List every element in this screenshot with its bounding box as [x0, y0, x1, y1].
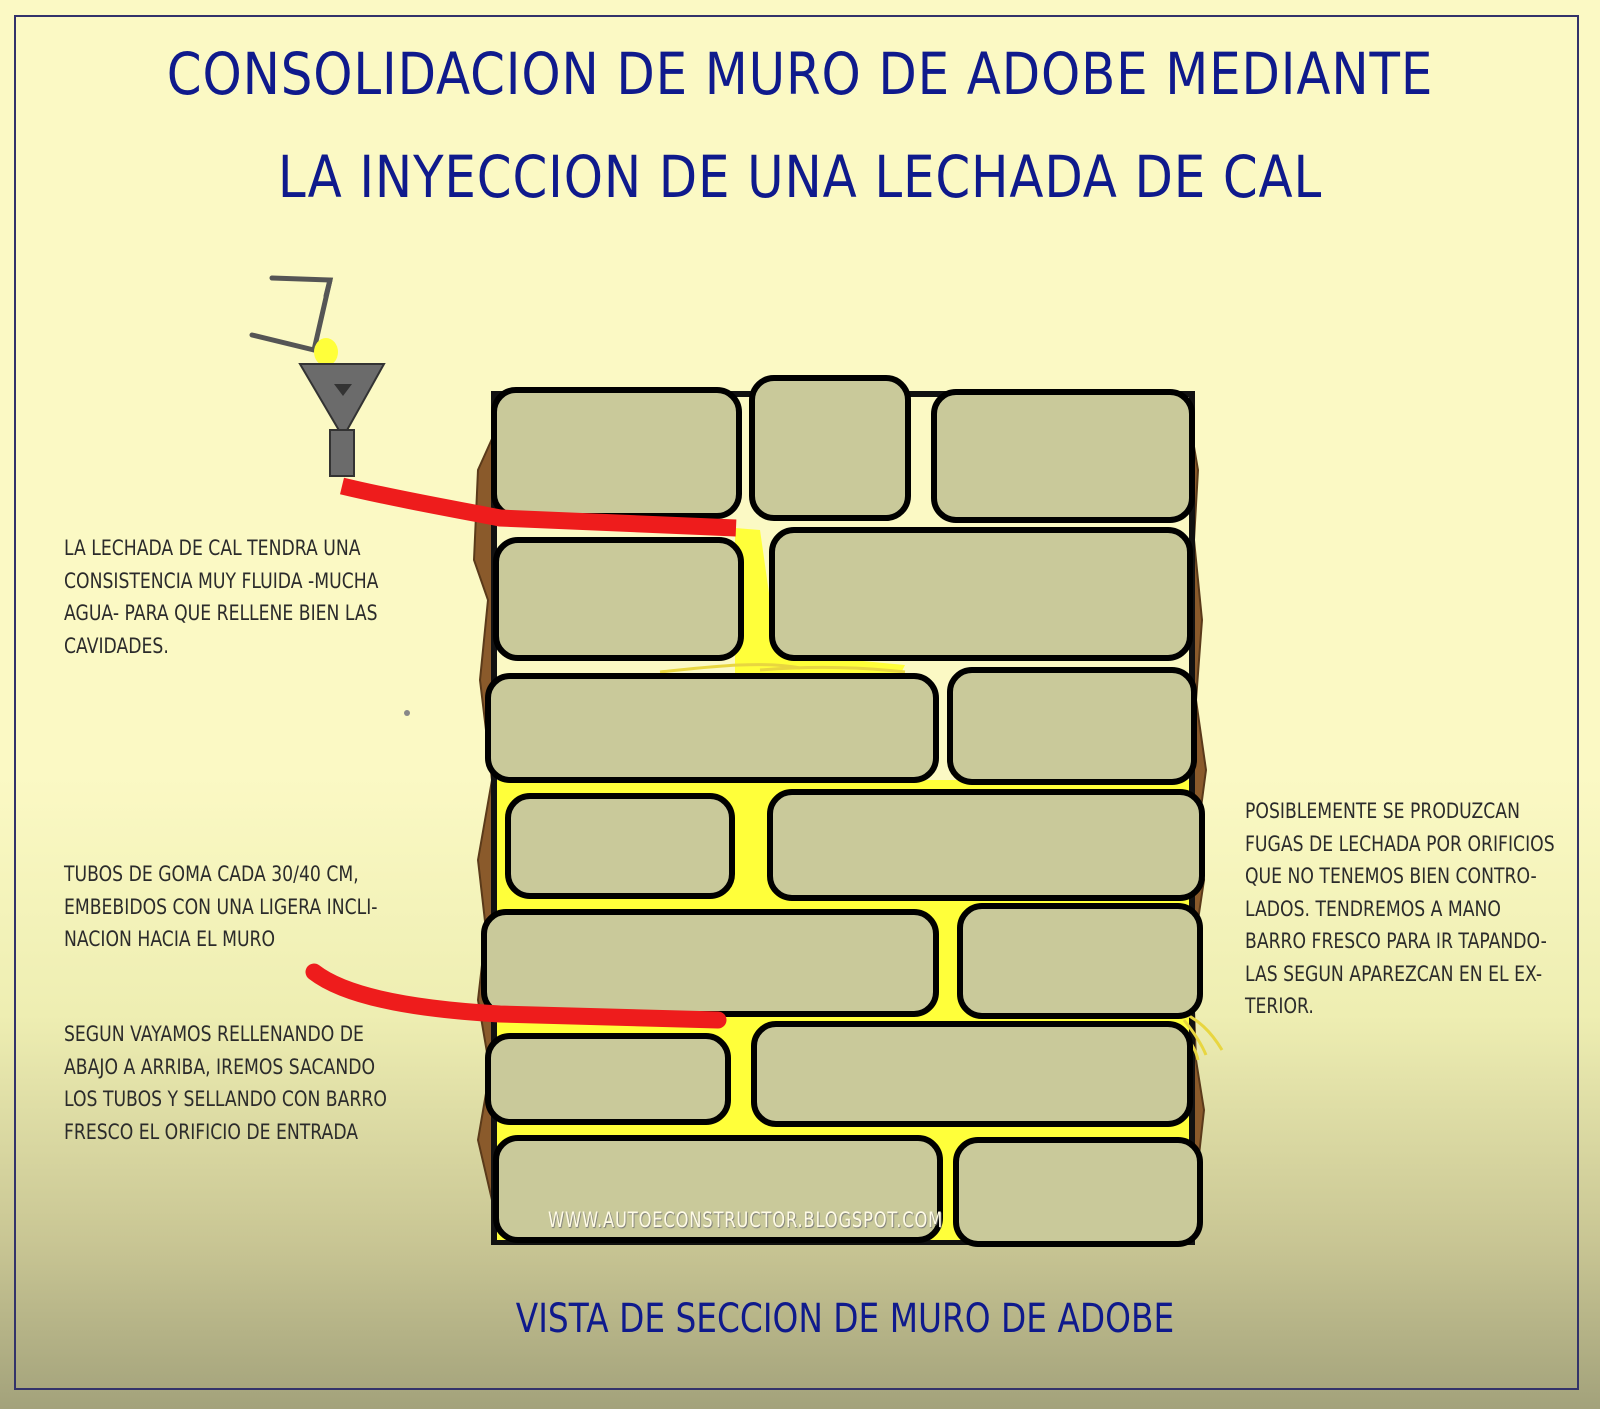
note-line: fugas de lechada por orificios	[1245, 831, 1555, 856]
watermark-url: WWW.AUTOECONSTRUCTOR.BLOGSPOT.COM	[548, 1208, 944, 1232]
note-line: agua- para que rellene bien las	[64, 601, 378, 625]
note-line: las segun aparezcan en el ex-	[1245, 961, 1543, 986]
rubber-tube-lower	[305, 963, 727, 1029]
border-frame	[14, 15, 1579, 1390]
note-line: lados. tendremos a mano	[1245, 896, 1501, 921]
funnel-icon	[298, 363, 386, 477]
lime-drop-icon	[314, 338, 338, 366]
note-line: tubos de goma cada 30/40 cm,	[64, 862, 359, 886]
note-line: nacion hacia el muro	[64, 927, 276, 951]
diagram-caption: VISTA DE SECCION DE MURO DE ADOBE	[515, 1296, 1175, 1342]
note-tubos: tubos de goma cada 30/40 cm, embebidos c…	[64, 858, 378, 956]
rubber-tube-upper	[340, 477, 737, 537]
note-line: embebidos con una ligera incli-	[64, 894, 378, 919]
adobe-bricks	[481, 375, 1205, 1247]
note-line: segun vayamos rellenando de	[64, 1022, 364, 1046]
note-line: abajo a arriba, iremos sacando	[64, 1054, 376, 1079]
note-line: cavidades.	[64, 633, 169, 658]
note-line: La lechada de cal tendra una	[64, 536, 361, 560]
note-line: los tubos y sellando con barro	[64, 1087, 387, 1111]
note-line: posiblemente se produzcan	[1245, 799, 1520, 823]
note-relleno: segun vayamos rellenando de abajo a arri…	[64, 1018, 387, 1148]
note-consistencia: La lechada de cal tendra una consistenci…	[64, 532, 378, 662]
stray-dot	[404, 710, 410, 716]
note-line: que no tenemos bien contro-	[1245, 864, 1537, 888]
note-line: terior.	[1245, 994, 1314, 1018]
pouring-tool-icon	[249, 275, 334, 354]
title-line-1: CONSOLIDACION DE MURO DE ADOBE MEDIANTE	[166, 40, 1434, 108]
note-line: fresco el orificio de entrada	[64, 1119, 359, 1144]
note-line: consistencia muy fluida -mucha	[64, 568, 379, 593]
note-fugas: posiblemente se produzcan fugas de lecha…	[1245, 795, 1555, 1023]
title-line-2: LA INYECCION DE UNA LECHADA DE CAL	[277, 143, 1323, 211]
note-line: barro fresco para ir tapando-	[1245, 929, 1547, 953]
